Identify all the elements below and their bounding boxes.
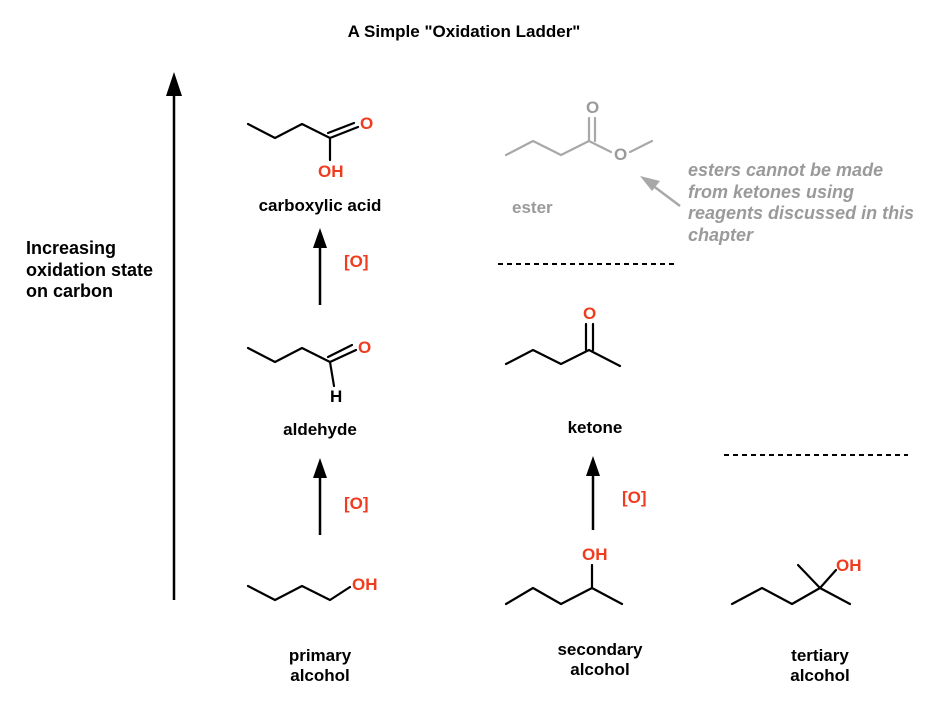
tertiary-alcohol-oh: OH bbox=[836, 556, 862, 575]
ester-ether-o: O bbox=[614, 145, 628, 164]
ketone-skeleton bbox=[504, 322, 622, 368]
oxidation-axis-arrow bbox=[166, 72, 182, 600]
aldehyde-label: aldehyde bbox=[283, 420, 357, 439]
secondary-alcohol-skeleton bbox=[504, 563, 624, 606]
tertiary-alcohol-skeleton bbox=[730, 563, 852, 606]
oxidant-label-upper: [O] bbox=[344, 252, 369, 271]
primary-alcohol-oh: OH bbox=[352, 575, 378, 594]
acid-carbonyl-o: O bbox=[360, 114, 374, 133]
aldehyde-skeleton bbox=[246, 343, 358, 388]
aldehyde-h: H bbox=[330, 387, 343, 406]
secondary-alcohol-label-line1: secondary bbox=[557, 640, 643, 659]
arrow-aldehyde-to-acid bbox=[313, 228, 327, 305]
secondary-alcohol-oh: OH bbox=[582, 545, 608, 564]
ester-note-arrow bbox=[640, 176, 681, 207]
carboxylic-acid-skeleton bbox=[246, 121, 360, 162]
diagram-title: A Simple "Oxidation Ladder" bbox=[347, 22, 581, 41]
acid-oh: OH bbox=[318, 162, 344, 181]
primary-alcohol-skeleton bbox=[246, 584, 352, 602]
ketone-carbonyl-o: O bbox=[583, 304, 597, 323]
primary-alcohol-label-line1: primary bbox=[288, 646, 352, 665]
arrow-alcohol-to-aldehyde bbox=[313, 458, 327, 535]
ester-note: esters cannot be made from ketones using… bbox=[688, 160, 915, 245]
arrow-secondary-to-ketone bbox=[586, 456, 600, 530]
oxidant-label-lower: [O] bbox=[344, 494, 369, 513]
axis-label: Increasing oxidation state on carbon bbox=[26, 238, 154, 302]
aldehyde-carbonyl-o: O bbox=[358, 338, 372, 357]
tertiary-alcohol-label-line2: alcohol bbox=[790, 666, 850, 685]
ester-label: ester bbox=[512, 198, 553, 217]
ester-skeleton bbox=[504, 116, 654, 157]
carboxylic-acid-label: carboxylic acid bbox=[258, 196, 382, 215]
tertiary-alcohol-label-line1: tertiary bbox=[791, 646, 849, 665]
ester-carbonyl-o: O bbox=[586, 98, 600, 117]
secondary-alcohol-label-line2: alcohol bbox=[570, 660, 630, 679]
ketone-label: ketone bbox=[567, 418, 623, 437]
primary-alcohol-label-line2: alcohol bbox=[290, 666, 350, 685]
oxidant-label-ketone: [O] bbox=[622, 488, 647, 507]
